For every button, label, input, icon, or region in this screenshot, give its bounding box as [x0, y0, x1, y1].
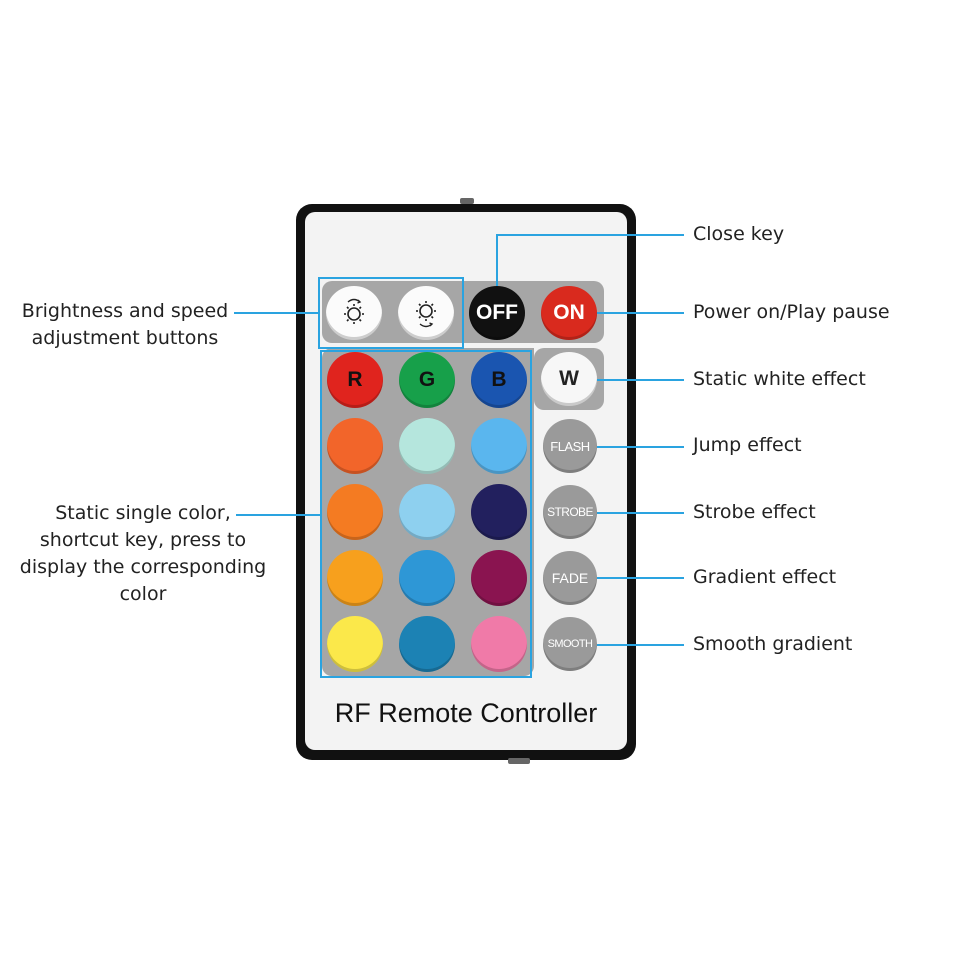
power-label: Power on/Play pause [693, 301, 890, 323]
flash-button[interactable]: FLASH [543, 419, 597, 473]
color-grid-highlight-box [320, 350, 532, 678]
gradient-leader [597, 577, 684, 579]
color-leader [236, 514, 320, 516]
white-button[interactable]: W [541, 352, 597, 406]
white-leader [597, 379, 684, 381]
color-button-r4-c2[interactable] [399, 550, 455, 606]
color-button-r1-c3[interactable]: B [471, 352, 527, 408]
brightness-down-button[interactable] [398, 286, 454, 340]
power-leader [597, 312, 684, 314]
sun-arrows-up-icon [344, 298, 364, 324]
smooth-gradient-label: Smooth gradient [693, 633, 853, 655]
color-button-r3-c1[interactable] [327, 484, 383, 540]
color-button-r4-c3[interactable] [471, 550, 527, 606]
color-button-r1-c2[interactable]: G [399, 352, 455, 408]
close-key-leader-vertical [496, 234, 498, 286]
color-button-r5-c2[interactable] [399, 616, 455, 672]
color-annotation-line-1: Static single color, [55, 502, 231, 524]
color-button-r5-c1[interactable] [327, 616, 383, 672]
close-key-label: Close key [693, 223, 785, 245]
jump-leader [597, 446, 684, 448]
color-annotation: Static single color, shortcut key, press… [10, 500, 276, 608]
off-label: OFF [476, 301, 518, 324]
brightness-up-button[interactable] [326, 286, 382, 340]
strobe-leader [597, 512, 684, 514]
smooth-button[interactable]: SMOOTH [543, 617, 597, 671]
on-label: ON [553, 301, 585, 324]
color-button-r5-c3[interactable] [471, 616, 527, 672]
on-button[interactable]: ON [541, 286, 597, 340]
white-label: W [559, 367, 579, 390]
gradient-effect-label: Gradient effect [693, 566, 837, 588]
brightness-leader [234, 312, 318, 314]
color-button-r2-c3[interactable] [471, 418, 527, 474]
brightness-annotation-line-1: Brightness and speed [21, 300, 229, 322]
brightness-annotation: Brightness and speed adjustment buttons [14, 298, 236, 352]
flash-label: FLASH [550, 438, 590, 454]
color-button-r3-c3[interactable] [471, 484, 527, 540]
off-button[interactable]: OFF [469, 286, 525, 340]
color-annotation-line-4: color [119, 583, 167, 605]
remote-top-nub [460, 198, 474, 204]
color-annotation-line-2: shortcut key, press to [39, 529, 247, 551]
color-button-r4-c1[interactable] [327, 550, 383, 606]
color-button-r2-c2[interactable] [399, 418, 455, 474]
brightness-highlight-box [318, 277, 464, 349]
close-key-leader-horizontal [496, 234, 684, 236]
color-button-r2-c1[interactable] [327, 418, 383, 474]
remote-bottom-nub [508, 758, 530, 764]
fade-button[interactable]: FADE [543, 551, 597, 605]
color-label-r: R [347, 368, 363, 391]
fade-label: FADE [551, 570, 589, 586]
smooth-leader [597, 644, 684, 646]
remote-title: RF Remote Controller [334, 698, 598, 728]
color-label-b: B [491, 368, 507, 391]
jump-effect-label: Jump effect [693, 434, 802, 456]
sun-arrows-down-icon [416, 301, 436, 328]
color-label-g: G [418, 368, 436, 391]
color-button-r3-c2[interactable] [399, 484, 455, 540]
smooth-label: SMOOTH [547, 638, 593, 650]
strobe-button[interactable]: STROBE [543, 485, 597, 539]
white-effect-label: Static white effect [693, 368, 866, 390]
brightness-annotation-line-2: adjustment buttons [31, 327, 219, 349]
color-button-r1-c1[interactable]: R [327, 352, 383, 408]
color-annotation-line-3: display the corresponding [19, 556, 267, 578]
strobe-label: STROBE [547, 505, 593, 519]
strobe-effect-label: Strobe effect [693, 501, 816, 523]
